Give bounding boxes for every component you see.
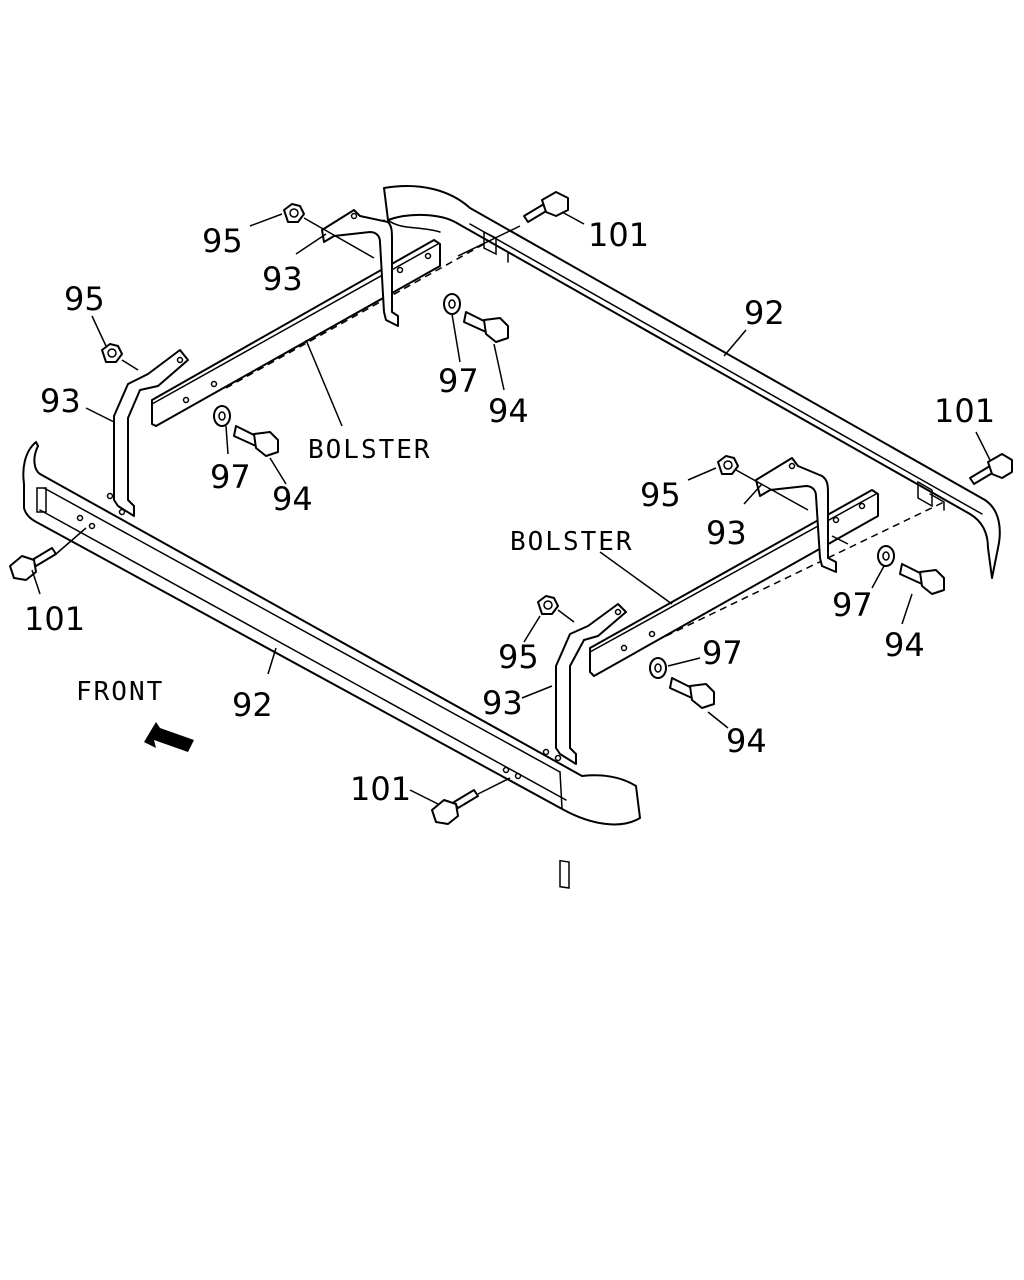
label-101-rear-top: 101 <box>588 216 649 254</box>
label-101-front-bottom: 101 <box>350 770 411 808</box>
label-95-front-left: 95 <box>64 280 105 318</box>
washer-front-right-a <box>877 545 895 567</box>
bracket-front-left <box>106 349 189 517</box>
label-93-front-left: 93 <box>40 382 81 420</box>
label-101-front-left: 101 <box>24 600 85 638</box>
front-side-rail <box>22 441 641 889</box>
screw-rear-top <box>523 191 569 223</box>
nut-front-right <box>537 595 559 615</box>
label-101-rear-right: 101 <box>934 392 995 430</box>
label-97-front-right-b: 97 <box>702 634 743 672</box>
bracket-front-right <box>542 603 627 765</box>
bracket-rear-right <box>755 457 837 573</box>
washer-front-right-b <box>649 657 667 679</box>
label-97-rear-left-b: 97 <box>210 458 251 496</box>
label-93-front-right: 93 <box>482 684 523 722</box>
bolt-front-right-b <box>669 677 715 709</box>
bolt-rear-left-a <box>463 311 509 343</box>
washer-rear-left-a <box>443 293 461 315</box>
nut-front-left <box>101 343 123 363</box>
label-94-front-right-b: 94 <box>726 722 767 760</box>
washer-rear-left-b <box>213 405 231 427</box>
label-bolster-rear: BOLSTER <box>308 435 432 465</box>
arrow-up-left-icon <box>144 722 194 752</box>
leader-lines <box>31 211 991 805</box>
screw-rear-right <box>969 453 1013 485</box>
label-94-front-right-a: 94 <box>884 626 925 664</box>
rear-side-rail <box>383 185 1001 579</box>
label-92-rear: 92 <box>744 294 785 332</box>
screw-front-left <box>9 547 57 581</box>
nut-rear-right <box>717 455 739 475</box>
label-95-rear-right: 95 <box>640 476 681 514</box>
label-95-front-right: 95 <box>498 638 539 676</box>
screw-front-bottom <box>431 789 479 825</box>
label-93-rear-right: 93 <box>706 514 747 552</box>
rear-bolster <box>151 239 485 427</box>
bolt-rear-left-b <box>233 425 279 457</box>
bolt-front-right-a <box>899 563 945 595</box>
label-94-rear-left-b: 94 <box>272 480 313 518</box>
bracket-rear-left <box>321 209 399 327</box>
callout-labels: 95 93 95 93 97 94 97 94 101 92 101 101 9… <box>24 216 995 808</box>
nut-rear-left <box>283 203 305 223</box>
label-95-rear-left: 95 <box>202 222 243 260</box>
label-97-rear-left-a: 97 <box>438 362 479 400</box>
label-92-front: 92 <box>232 686 273 724</box>
label-94-rear-left-a: 94 <box>488 392 529 430</box>
label-97-front-right-a: 97 <box>832 586 873 624</box>
label-front: FRONT <box>76 677 164 707</box>
label-bolster-front: BOLSTER <box>510 527 634 557</box>
label-93-rear-left: 93 <box>262 260 303 298</box>
